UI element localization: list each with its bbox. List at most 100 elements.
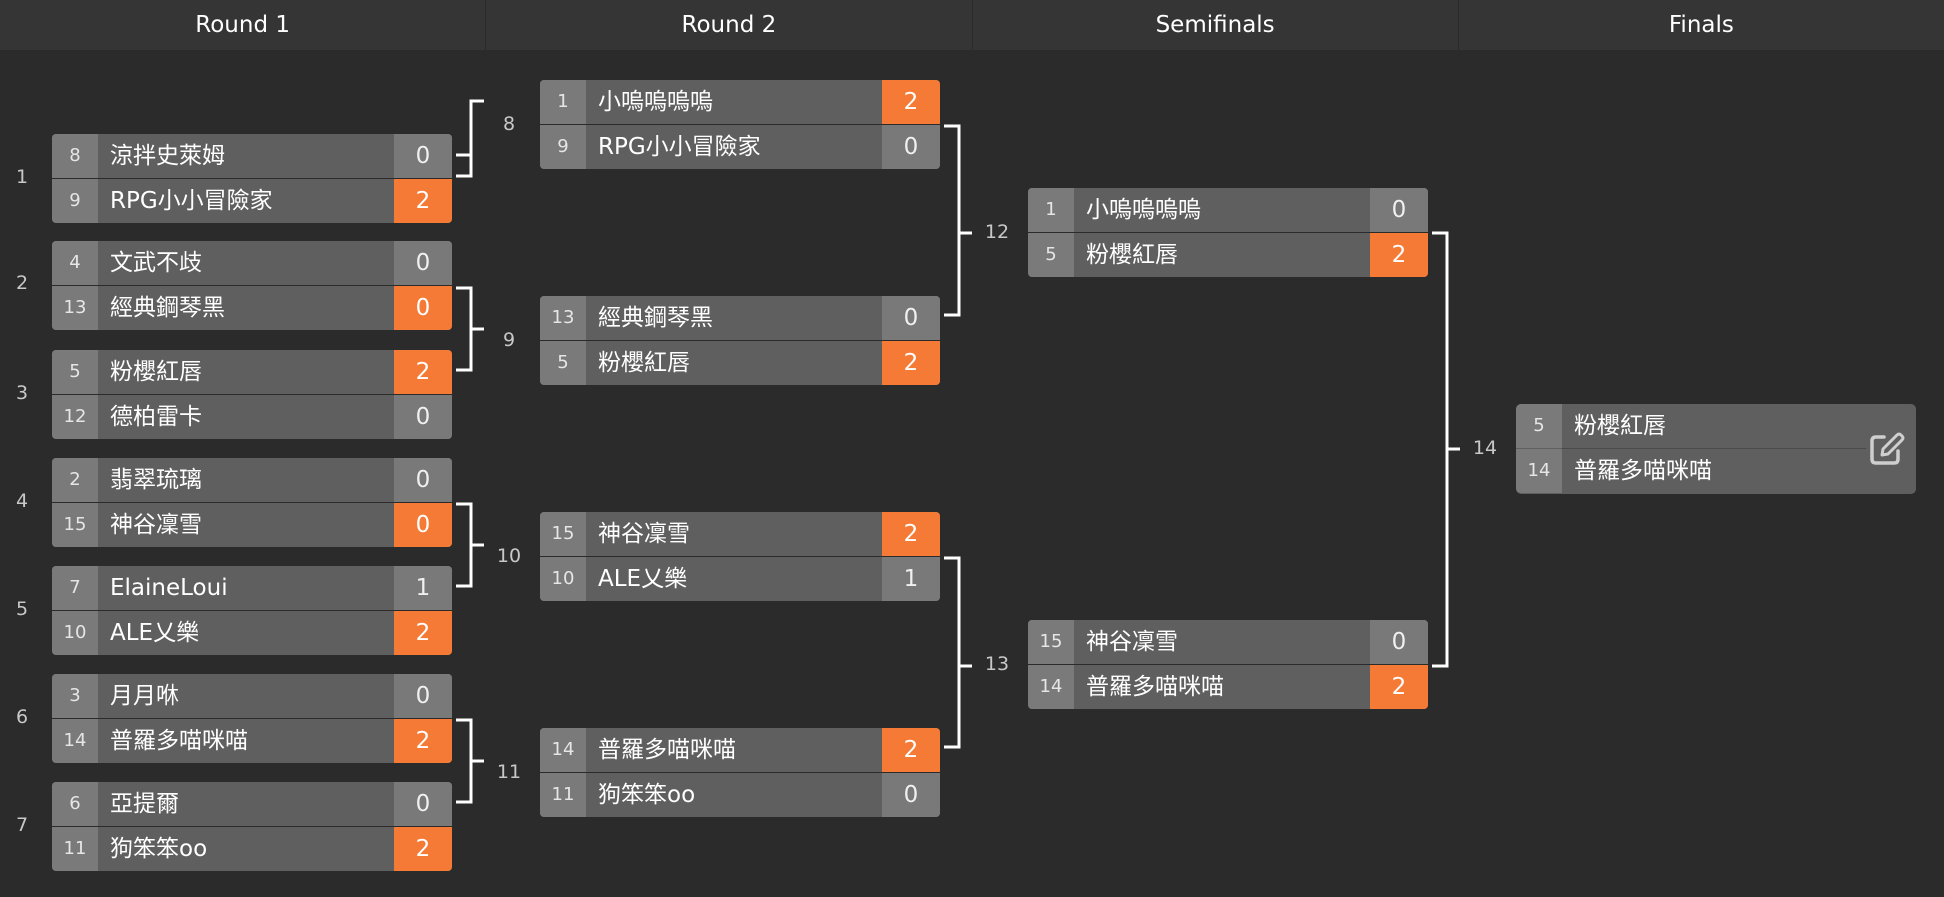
seed: 14 <box>52 719 98 763</box>
rounds-header: Round 1 Round 2 Semifinals Finals <box>0 0 1944 50</box>
seed: 5 <box>1028 233 1074 277</box>
round-header-finals: Finals <box>1458 0 1944 50</box>
score: 0 <box>394 674 452 718</box>
player-name: 粉櫻紅唇 <box>598 350 690 376</box>
player-name: 月月咻 <box>110 683 179 709</box>
match-number: 14 <box>1472 437 1498 459</box>
score: 0 <box>394 286 452 330</box>
match-number: 10 <box>496 545 522 567</box>
match-slot[interactable]: 5 粉櫻紅唇 2 <box>1028 233 1428 277</box>
player-name: ALE乂樂 <box>598 566 688 592</box>
seed: 15 <box>52 503 98 547</box>
match-number: 7 <box>15 814 29 836</box>
player-name: 神谷凜雪 <box>110 512 202 538</box>
player-name: 狗笨笨oo <box>110 836 208 862</box>
seed: 5 <box>540 341 586 385</box>
seed: 11 <box>540 773 586 817</box>
round-header-semifinals: Semifinals <box>972 0 1459 50</box>
match-number: 2 <box>15 272 29 294</box>
player-name: 粉櫻紅唇 <box>1086 242 1178 268</box>
match-number: 8 <box>502 113 516 135</box>
player-name: 狗笨笨oo <box>598 782 696 808</box>
score: 0 <box>394 134 452 178</box>
seed: 14 <box>540 728 586 772</box>
score: 0 <box>394 503 452 547</box>
player-name: 涼拌史萊姆 <box>110 143 225 169</box>
match-number: 5 <box>15 598 29 620</box>
match-slot[interactable]: 15 神谷凜雪 0 <box>52 503 452 547</box>
score: 2 <box>1370 233 1428 277</box>
score: 0 <box>882 125 940 169</box>
score: 2 <box>394 827 452 871</box>
round-header-2: Round 2 <box>486 0 973 50</box>
player-name: 普羅多喵咪喵 <box>110 728 248 754</box>
score: 0 <box>882 773 940 817</box>
edit-icon[interactable] <box>1866 429 1906 469</box>
score: 0 <box>1370 188 1428 232</box>
seed: 10 <box>52 611 98 655</box>
seed: 9 <box>540 125 586 169</box>
score: 0 <box>394 395 452 439</box>
score: 2 <box>882 80 940 124</box>
connector-match-10 <box>456 502 484 588</box>
match-slot[interactable]: 9 RPG小小冒險家 0 <box>540 125 940 169</box>
seed: 10 <box>540 557 586 601</box>
seed: 14 <box>1516 449 1562 493</box>
player-name: 小嗚嗚嗚嗚 <box>1086 197 1201 223</box>
seed: 5 <box>1516 404 1562 448</box>
connector-match-11 <box>456 718 484 804</box>
seed: 4 <box>52 241 98 285</box>
score: 1 <box>882 557 940 601</box>
player-name: 神谷凜雪 <box>598 521 690 547</box>
match-slot[interactable]: 11 狗笨笨oo 0 <box>540 773 940 817</box>
score: 2 <box>882 512 940 556</box>
match-slot[interactable]: 10 ALE乂樂 1 <box>540 557 940 601</box>
match-slot[interactable]: 5 粉櫻紅唇 <box>1516 404 1916 448</box>
player-name: ALE乂樂 <box>110 620 200 646</box>
player-name: 粉櫻紅唇 <box>1574 413 1666 439</box>
seed: 13 <box>540 296 586 340</box>
seed: 15 <box>1028 620 1074 664</box>
seed: 7 <box>52 566 98 610</box>
match-number: 12 <box>984 221 1010 243</box>
player-name: RPG小小冒險家 <box>598 134 761 160</box>
seed: 6 <box>52 782 98 826</box>
player-name: 翡翠琉璃 <box>110 467 202 493</box>
